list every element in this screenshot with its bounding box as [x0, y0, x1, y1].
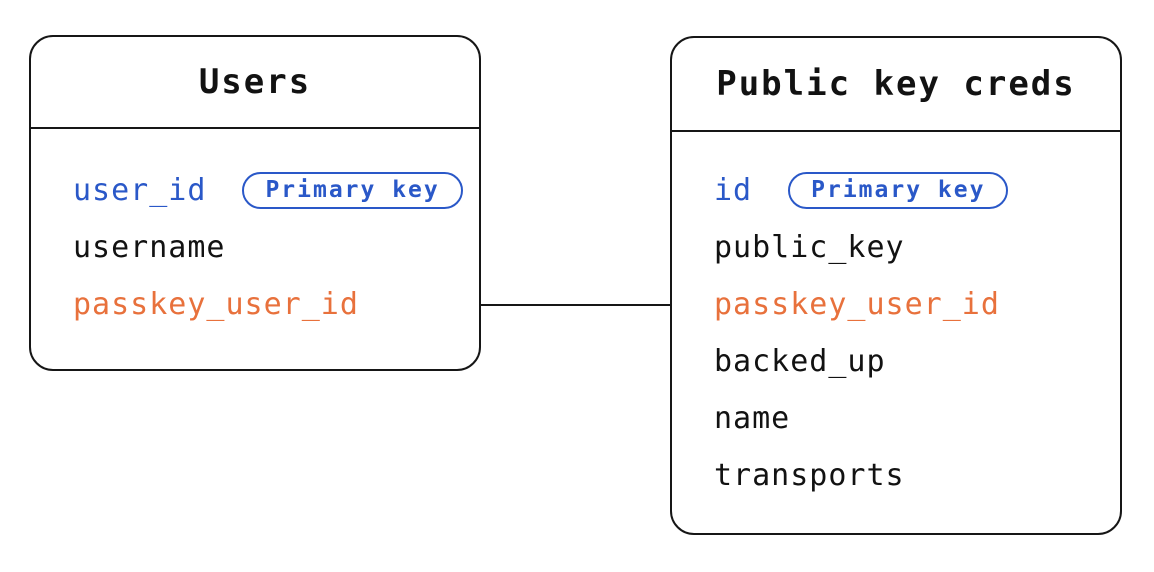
table-fields-users: user_id Primary key username passkey_use…: [31, 129, 479, 333]
relationship-line: [481, 304, 670, 306]
field-row-passkey-user-id: passkey_user_id: [73, 276, 479, 333]
field-row-username: username: [73, 219, 479, 276]
primary-key-badge: Primary key: [242, 172, 463, 209]
field-row-passkey-user-id: passkey_user_id: [714, 276, 1120, 333]
field-name-passkey-user-id: passkey_user_id: [73, 287, 359, 322]
field-row-transports: transports: [714, 447, 1120, 504]
table-node-public-key-creds[interactable]: Public key creds id Primary key public_k…: [670, 36, 1122, 535]
field-name-transports: transports: [714, 458, 905, 493]
field-name-user-id: user_id: [73, 173, 207, 208]
field-name-backed-up: backed_up: [714, 344, 886, 379]
field-name-id: id: [714, 173, 753, 208]
field-row-backed-up: backed_up: [714, 333, 1120, 390]
table-title-public-key-creds: Public key creds: [672, 38, 1120, 132]
table-title-users: Users: [31, 37, 479, 129]
primary-key-badge: Primary key: [788, 172, 1009, 209]
field-name-username: username: [73, 230, 226, 265]
field-row-id: id Primary key: [714, 162, 1120, 219]
field-row-name: name: [714, 390, 1120, 447]
field-name-name: name: [714, 401, 791, 436]
field-name-passkey-user-id: passkey_user_id: [714, 287, 1000, 322]
field-row-public-key: public_key: [714, 219, 1120, 276]
field-row-user-id: user_id Primary key: [73, 162, 479, 219]
table-fields-public-key-creds: id Primary key public_key passkey_user_i…: [672, 132, 1120, 504]
field-name-public-key: public_key: [714, 230, 905, 265]
table-node-users[interactable]: Users user_id Primary key username passk…: [29, 35, 481, 371]
